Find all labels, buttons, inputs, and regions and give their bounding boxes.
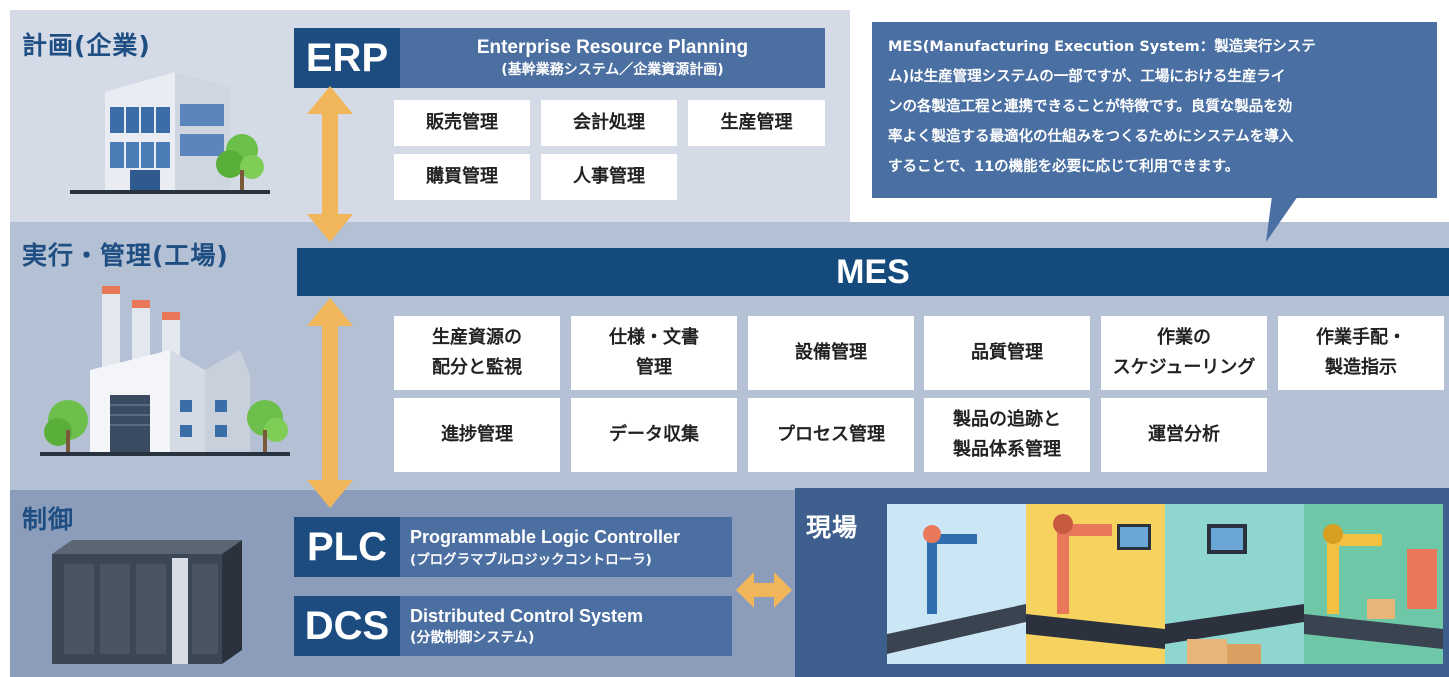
erp-function: 購買管理 — [394, 154, 530, 200]
mes-function: 作業の スケジューリング — [1101, 316, 1267, 390]
mes-function-line: 進捗管理 — [441, 424, 513, 445]
mes-function: 生産資源の 配分と監視 — [394, 316, 560, 390]
mes-function: 製品の追跡と 製品体系管理 — [924, 398, 1090, 472]
dcs-subtitle: (分散制御システム) — [410, 629, 535, 646]
plc-device-icon — [52, 540, 247, 665]
erp-function: 会計処理 — [541, 100, 677, 146]
plc-tag: PLC — [294, 517, 400, 577]
mes-function-line: 品質管理 — [971, 342, 1043, 363]
mes-control-arrow — [307, 298, 353, 508]
mes-function-line: 製品の追跡と — [953, 409, 1061, 430]
erp-function: 生産管理 — [688, 100, 825, 146]
plc-description: Programmable Logic Controller (プログラマブルロジ… — [400, 517, 732, 577]
factory-icon — [40, 280, 290, 460]
section-label-control: 制御 — [22, 505, 75, 534]
dcs-tag: DCS — [294, 596, 400, 656]
dcs-title: Distributed Control System — [410, 605, 644, 626]
mes-function-line: 製品体系管理 — [953, 439, 1061, 460]
erp-mes-arrow — [307, 86, 353, 242]
callout-line: MES(Manufacturing Execution System：製造実行シ… — [888, 39, 1316, 55]
callout-pointer — [1262, 196, 1302, 244]
erp-title: Enterprise Resource Planning — [476, 37, 749, 58]
erp-subtitle: (基幹業務システム／企業資源計画) — [501, 62, 724, 78]
erp-tag: ERP — [294, 28, 400, 88]
plc-subtitle: (プログラマブルロジックコントローラ) — [410, 551, 652, 568]
mes-function-line: 運営分析 — [1148, 424, 1220, 445]
erp-description: Enterprise Resource Planning (基幹業務システム／企… — [400, 28, 825, 88]
mes-function: 作業手配・ 製造指示 — [1278, 316, 1444, 390]
mes-function: データ収集 — [571, 398, 737, 472]
mes-function-line: データ収集 — [609, 424, 699, 445]
mes-function-line: スケジューリング — [1112, 357, 1256, 378]
mes-function-line: 仕様・文書 — [609, 327, 699, 348]
mes-function-line: 生産資源の — [432, 327, 522, 348]
mes-function: 運営分析 — [1101, 398, 1267, 472]
mes-function-line: 配分と監視 — [432, 357, 522, 378]
mes-function-line: 作業手配・ — [1316, 327, 1406, 348]
erp-function: 販売管理 — [394, 100, 530, 146]
mes-function-line: 管理 — [636, 357, 672, 378]
callout-line: ム)は生産管理システムの一部ですが、工場における生産ライ — [888, 69, 1286, 85]
mes-function: 設備管理 — [748, 316, 914, 390]
office-building-icon — [70, 52, 270, 197]
mes-function-line: 製造指示 — [1325, 357, 1397, 378]
plc-title: Programmable Logic Controller — [410, 526, 681, 547]
control-field-arrow — [736, 570, 792, 610]
production-line-illustration — [887, 504, 1443, 664]
dcs-description: Distributed Control System (分散制御システム) — [400, 596, 732, 656]
callout-line: 率よく製造する最適化の仕組みをつくるためにシステムを導入 — [888, 129, 1294, 145]
section-label-planning: 計画(企業) — [22, 31, 151, 60]
section-label-execution: 実行・管理(工場) — [22, 241, 229, 270]
mes-function-line: 設備管理 — [795, 342, 867, 363]
section-label-field: 現場 — [806, 513, 859, 542]
mes-function: 仕様・文書 管理 — [571, 316, 737, 390]
callout-line: ンの各製造工程と連携できることが特徴です。良質な製品を効 — [888, 99, 1293, 115]
erp-function: 人事管理 — [541, 154, 677, 200]
mes-bar: MES — [297, 248, 1449, 296]
mes-function: 品質管理 — [924, 316, 1090, 390]
callout-line: することで、11の機能を必要に応じて利用できます。 — [888, 159, 1240, 175]
mes-function: 進捗管理 — [394, 398, 560, 472]
mes-callout: MES(Manufacturing Execution System：製造実行シ… — [872, 22, 1437, 198]
mes-function: プロセス管理 — [748, 398, 914, 472]
mes-function-line: プロセス管理 — [777, 424, 885, 445]
mes-function-line: 作業の — [1157, 327, 1211, 348]
